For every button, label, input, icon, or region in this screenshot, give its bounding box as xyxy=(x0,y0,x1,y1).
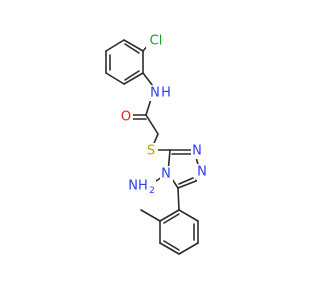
bond xyxy=(123,72,144,85)
bond xyxy=(124,43,140,54)
bond xyxy=(159,242,180,255)
chlorine-atom: Cl xyxy=(146,33,166,49)
bond xyxy=(178,177,194,185)
bond xyxy=(105,39,125,52)
bond xyxy=(105,72,125,85)
bond xyxy=(123,39,144,52)
oxygen-label: O xyxy=(121,110,131,125)
amino-group: NH 2 xyxy=(126,178,156,196)
triazole-n2-atom: N xyxy=(196,164,209,180)
triazole-n3-label: N xyxy=(161,167,171,182)
amide-hydrogen-label: H xyxy=(161,86,171,101)
bond xyxy=(145,114,159,135)
molecule-structure: Cl N H O S N N N NH 2 xyxy=(105,33,209,255)
bond xyxy=(140,209,161,222)
triazole-n2-label: N xyxy=(197,165,207,180)
amino-label: NH xyxy=(128,179,148,194)
atom-labels: Cl N H O S N N N NH 2 xyxy=(119,33,209,196)
bond xyxy=(177,187,180,211)
triazole-n3-atom: N xyxy=(160,166,173,182)
bond xyxy=(163,213,180,224)
amide-nh: N H xyxy=(147,85,173,101)
bond xyxy=(159,209,180,222)
sulfur-label: S xyxy=(147,144,155,159)
bond xyxy=(178,209,199,222)
amide-nitrogen-label: N xyxy=(150,86,160,101)
bond xyxy=(163,240,180,251)
triazole-n1-label: N xyxy=(192,144,202,159)
oxygen-atom: O xyxy=(119,109,133,125)
bond xyxy=(177,180,197,189)
bond xyxy=(124,70,140,81)
amino-subscript: 2 xyxy=(149,186,155,196)
sulfur-atom: S xyxy=(145,143,158,159)
chlorine-label: Cl xyxy=(150,34,163,49)
triazole-n1-atom: N xyxy=(191,143,204,159)
bond xyxy=(178,242,199,255)
